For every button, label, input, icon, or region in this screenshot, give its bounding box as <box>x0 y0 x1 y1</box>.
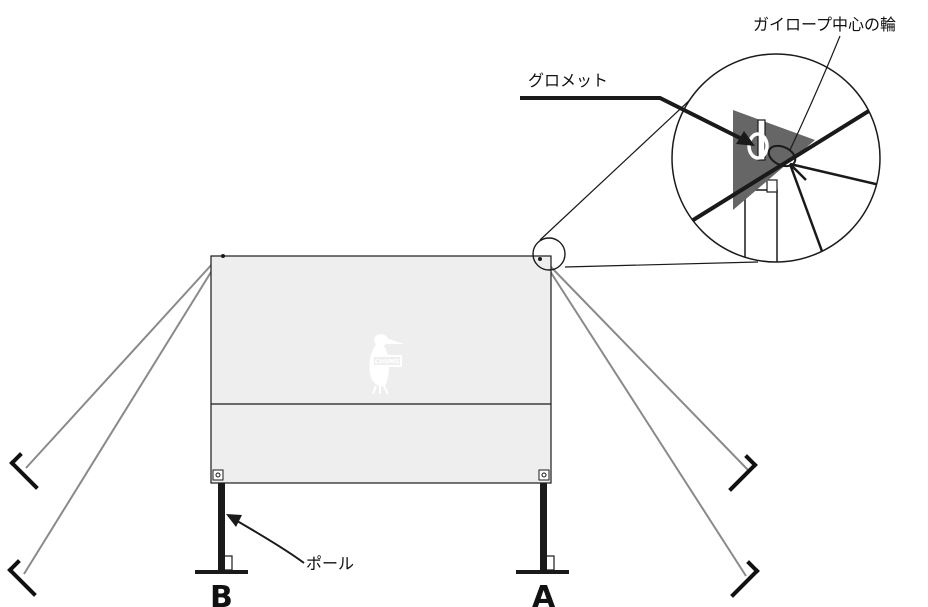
top-right-grommet <box>538 257 542 261</box>
stake-right-upper <box>728 454 758 492</box>
grommet-callout: グロメット <box>520 71 755 146</box>
bottom-grommets <box>212 469 550 481</box>
stake-left-lower <box>7 559 37 597</box>
zoom-pole <box>744 189 778 262</box>
guy-rope-right-upper <box>549 265 749 471</box>
guy-ropes <box>23 261 749 577</box>
guy-rope-ring-label: ガイロープ中心の輪 <box>753 15 896 34</box>
pole-b <box>195 482 248 574</box>
marker-a: A <box>532 580 556 607</box>
grommet-ring <box>747 132 769 160</box>
pole-label: ポール <box>306 554 354 573</box>
grommet-label: グロメット <box>528 71 608 90</box>
guy-rope-left-lower <box>23 263 217 575</box>
guy-rope-ring <box>767 144 797 168</box>
guy-rope-left-upper <box>25 261 215 469</box>
marker-b: B <box>210 580 233 607</box>
stakes <box>7 452 760 598</box>
booby-logo: CHUMS <box>369 334 404 395</box>
logo-text: CHUMS <box>375 359 400 366</box>
pole-callout: ポール <box>226 514 354 573</box>
stake-right-lower <box>730 560 760 598</box>
tarp <box>210 254 552 484</box>
zoom-connectors <box>539 97 759 268</box>
pole-a <box>516 482 569 574</box>
detail-highlight-circle <box>532 237 566 271</box>
top-left-grommet <box>221 254 225 258</box>
guy-rope-right-lower <box>547 267 747 577</box>
stake-left-upper <box>9 452 39 490</box>
guy-rope-ring-callout: ガイロープ中心の輪 <box>753 15 896 151</box>
magnified-circle <box>671 53 881 263</box>
zoom-tarp-edge <box>688 102 880 224</box>
magnified-detail <box>671 53 881 263</box>
